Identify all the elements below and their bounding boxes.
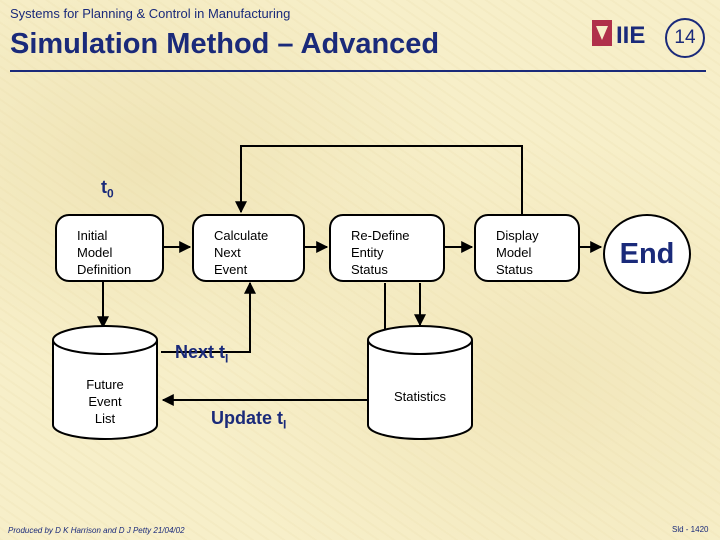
box-line: Next: [214, 245, 241, 260]
cylinder-line: Future: [86, 377, 124, 392]
box-line: Entity: [351, 245, 384, 260]
arrow-fel-to-calculate: [161, 281, 256, 353]
box-line: Definition: [77, 262, 132, 277]
box-line: Status: [496, 262, 533, 277]
statistics-cylinder: [367, 325, 473, 440]
t0-label: t0: [101, 177, 114, 201]
box-line: Model: [496, 245, 532, 260]
update-time-label: Update tI: [211, 408, 287, 432]
cylinder-line: List: [94, 411, 116, 426]
statistics-label: Statistics: [393, 389, 446, 404]
loop-return-arrow: [235, 145, 523, 214]
box-line: Display: [496, 228, 539, 243]
redefine-entity-status-box: Re-Define Entity Status: [329, 214, 445, 282]
slide-number: 14: [665, 18, 705, 58]
initial-model-definition-box: Initial Model Definition: [55, 214, 164, 282]
footer-slide-ref: Sld - 1420: [672, 525, 709, 534]
institute-logo: IIE: [592, 20, 645, 48]
course-title: Systems for Planning & Control in Manufa…: [10, 6, 291, 21]
end-terminator: End: [603, 214, 691, 294]
logo-crest-mark: [596, 26, 608, 40]
display-model-status-box: Display Model Status: [474, 214, 580, 282]
box-line: Model: [77, 245, 113, 260]
box-line: Initial: [77, 228, 108, 243]
future-event-list-label: Future Event List: [53, 376, 157, 427]
cylinder-line: Event: [88, 394, 122, 409]
title-rule: [10, 70, 706, 72]
future-event-list-cylinder: [52, 325, 158, 440]
box-line: Calculate: [214, 228, 269, 243]
footer-credit: Produced by D K Harrison and D J Petty 2…: [8, 526, 185, 535]
box-line: Status: [351, 262, 388, 277]
calculate-next-event-box: Calculate Next Event: [192, 214, 305, 282]
logo-text: IIE: [616, 22, 645, 48]
next-event-time-label: Next tI: [175, 342, 229, 366]
box-line: Re-Define: [351, 228, 410, 243]
slide-title: Simulation Method – Advanced: [10, 28, 440, 60]
box-line: Event: [214, 262, 248, 277]
